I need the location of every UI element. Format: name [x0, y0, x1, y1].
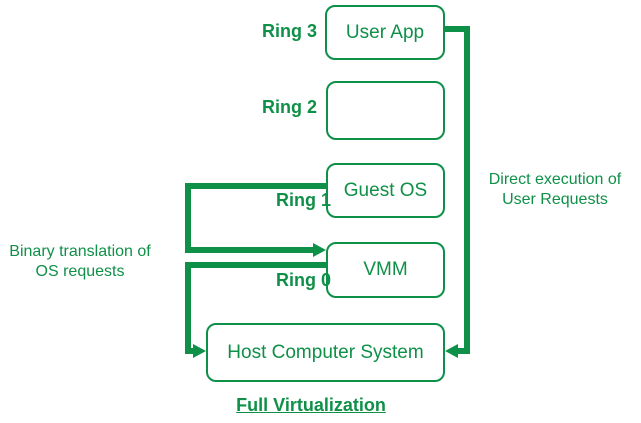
binary-translation-line2: OS requests: [35, 263, 125, 280]
box-user-app: User App: [325, 5, 445, 60]
box-host-label: Host Computer System: [227, 341, 424, 363]
arrowhead-into-host-right: [445, 344, 458, 358]
diagram-title: Full Virtualization: [236, 395, 386, 415]
arrowhead-into-host-left: [193, 344, 206, 358]
ring-2-label: Ring 2: [261, 97, 317, 117]
arrowhead-into-vmm: [313, 243, 326, 257]
box-user-app-label: User App: [345, 21, 425, 43]
arrow-vmm-to-host: [185, 262, 326, 354]
direct-execution-annotation: Direct execution of User Requests: [472, 170, 638, 210]
ring-3-label: Ring 3: [261, 21, 317, 41]
box-guest-os-label: Guest OS: [343, 179, 428, 201]
box-vmm-label: VMM: [363, 259, 408, 280]
direct-execution-line2: User Requests: [502, 191, 608, 208]
ring-1-label: Ring 1: [275, 190, 331, 210]
box-ring-2-empty: [326, 81, 445, 140]
arrow-user-app-to-host: [445, 26, 470, 354]
box-host-computer-system: Host Computer System: [206, 323, 445, 382]
box-vmm: VMM: [326, 242, 445, 298]
ring-0-label: Ring 0: [275, 270, 331, 290]
arrow-guest-os-to-vmm: [185, 183, 326, 253]
binary-translation-annotation: Binary translation of OS requests: [0, 242, 160, 282]
direct-execution-line1: Direct execution of: [488, 171, 622, 188]
box-guest-os: Guest OS: [326, 163, 445, 218]
binary-translation-line1: Binary translation of: [9, 243, 151, 260]
